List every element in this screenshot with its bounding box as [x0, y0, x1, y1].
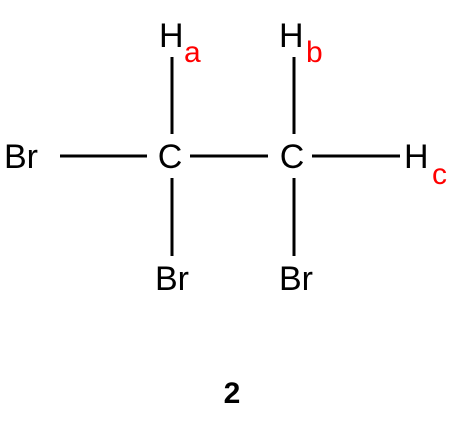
label-a: a: [184, 36, 201, 69]
atom-c1: C: [158, 138, 183, 176]
label-c: c: [432, 158, 447, 191]
label-b: b: [306, 36, 323, 69]
atom-br-c2: Br: [279, 260, 313, 298]
atom-h-c: H: [404, 138, 429, 176]
compound-number: 2: [224, 377, 241, 410]
atom-br-left: Br: [4, 138, 38, 176]
atom-h-a: H: [159, 17, 184, 55]
atom-c2: C: [280, 138, 305, 176]
atom-h-b: H: [279, 17, 304, 55]
atom-br-c1: Br: [155, 260, 189, 298]
